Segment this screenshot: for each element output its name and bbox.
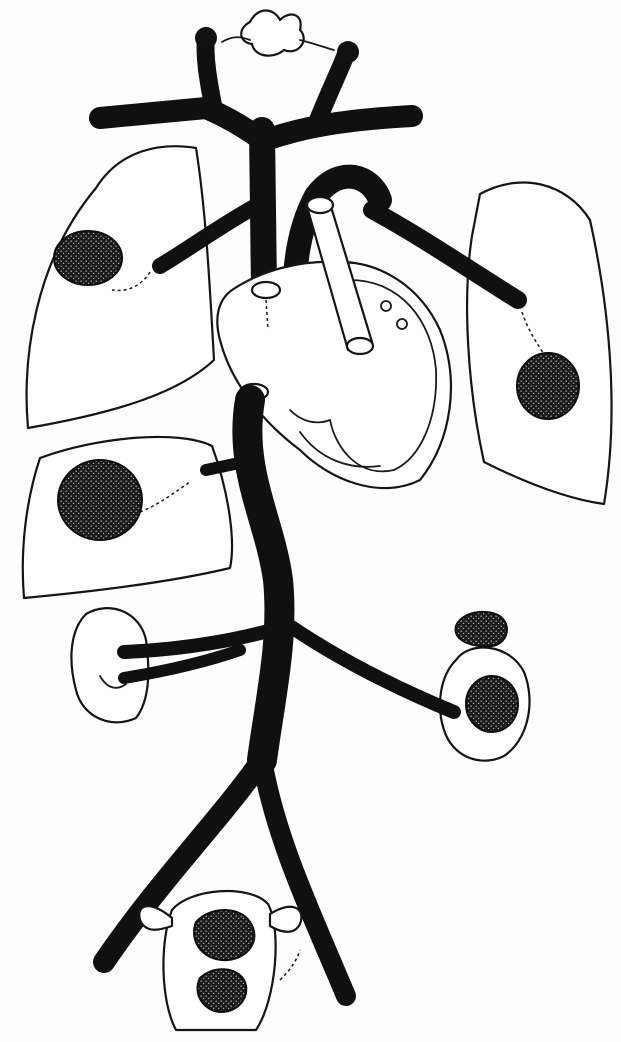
pelvic-spread-arrow [280,950,300,980]
right-lung-tumor [54,231,122,285]
right-kidney [71,608,148,722]
right-jugular-vein [318,54,346,120]
left-renal-vein [290,626,454,712]
svc-opening [252,282,280,298]
left-adrenal [456,612,507,646]
thyroid-vessel-right [300,40,334,50]
inferior-vena-cava [247,400,279,760]
hepatic-vein [206,462,244,470]
uterus-tumor-upper [194,910,254,960]
right-ovary-tube [139,906,172,930]
left-ovary-tube [270,907,301,932]
thyroid [241,11,303,56]
right-jugular-end [337,41,359,63]
left-kidney-tumor [466,676,518,732]
right-brachiocephalic-vein [266,116,412,140]
liver-tumor [58,460,142,540]
left-brachiocephalic-vein [100,108,262,140]
left-lung-tumor [517,353,579,419]
right-lung [27,146,214,428]
left-jugular-end [195,27,217,49]
left-lung [467,182,611,504]
uterus-tumor-lower [197,969,246,1012]
